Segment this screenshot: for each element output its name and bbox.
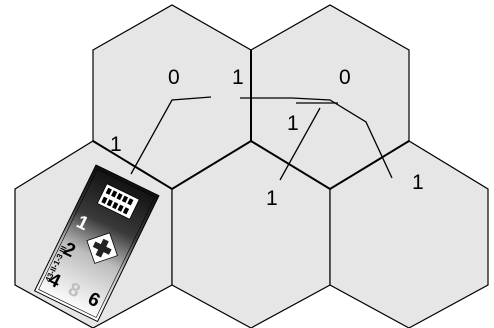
route-label: 0: [339, 66, 351, 89]
route-label: 1: [232, 66, 244, 89]
unit-counter[interactable]: 43-II-1-3 III 1 2 4 8 6: [33, 164, 160, 323]
route-label: 1: [266, 187, 278, 210]
route-upper: [240, 97, 393, 179]
tank-platoons-icon: [96, 183, 140, 220]
route-label: 1: [412, 171, 424, 194]
route-label: 1: [110, 133, 122, 156]
cross-insignia-icon: [86, 232, 118, 264]
route-label: 0: [168, 66, 180, 89]
route-cross: [279, 107, 321, 181]
route-label: 1: [287, 112, 299, 135]
counter-border: [38, 168, 156, 318]
route-left: [130, 96, 212, 175]
